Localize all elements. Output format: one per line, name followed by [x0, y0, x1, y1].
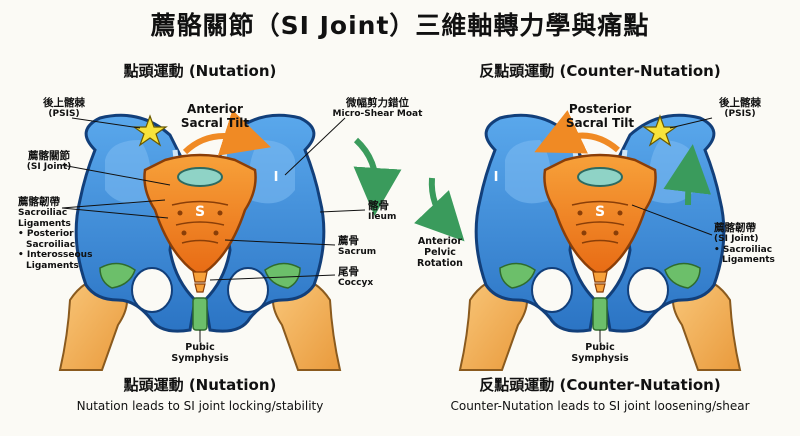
left-shear-label: 微幅剪力錯位 Micro-Shear Moat	[332, 97, 423, 119]
page-title: 薦骼關節（SI Joint）三維軸轉力學與痛點	[150, 11, 650, 40]
left-tilt-label: Anterior Sacral Tilt	[180, 102, 250, 130]
right-bottom-title: 反點頭運動 (Counter-Nutation)	[479, 376, 721, 394]
right-pelvic-rotation-label: Anterior Pelvic Rotation	[417, 236, 463, 269]
left-si-joint-label: 薦髂關節 (SI Joint)	[26, 150, 72, 172]
left-panel-heading: 點頭運動 (Nutation)	[123, 62, 277, 80]
right-sacrum	[543, 153, 657, 277]
right-bottom-subtitle: Counter-Nutation leads to SI joint loose…	[450, 399, 750, 413]
left-ilium-letter: I	[273, 170, 279, 185]
left-bottom-title: 點頭運動 (Nutation)	[123, 376, 277, 394]
left-psis-star-icon	[132, 114, 168, 147]
right-tilt-arrow-icon	[534, 110, 620, 154]
right-psis-label: 後上髂棘 (PSIS)	[719, 97, 761, 119]
left-pubic-symphysis	[192, 297, 208, 331]
left-bottom-subtitle: Nutation leads to SI joint locking/stabi…	[76, 399, 324, 413]
left-pelvis	[58, 109, 402, 371]
left-sacrum-letter: S	[194, 204, 206, 220]
right-ilium-letter: I	[493, 170, 499, 185]
right-panel-heading: 反點頭運動 (Counter-Nutation)	[479, 62, 721, 80]
left-tilt-arrow-icon	[182, 109, 271, 156]
left-ligament-label: 薦髂韌帶 Sacroiliac Ligaments • Posterior Sa…	[18, 196, 93, 271]
right-pubic-symphysis	[592, 297, 608, 331]
left-psis-label: 後上髂棘 (PSIS)	[43, 97, 85, 119]
right-pelvis	[414, 110, 742, 371]
left-coccyx-label: 尾骨 Coccyx	[338, 266, 374, 288]
left-shear-arrow-icon	[353, 137, 402, 216]
right-pubic-label: Pubic Symphysis	[571, 342, 629, 364]
right-rotation-arrow-icon	[414, 177, 465, 242]
right-sacrum-letter: S	[594, 204, 606, 220]
right-psis-star-icon	[642, 114, 678, 147]
left-ilium-label: 髂骨 Ileum	[368, 200, 397, 222]
right-tilt-label: Posterior Sacral Tilt	[565, 102, 635, 130]
left-pubic-label: Pubic Symphysis	[171, 342, 229, 364]
left-sacrum-label: 薦骨 Sacrum	[338, 235, 377, 257]
left-coccyx	[192, 271, 208, 293]
right-ligament-label: 薦髂韌帶 (SI Joint) • Sacroiliac Ligaments	[714, 222, 775, 265]
right-upward-arrow-icon	[663, 144, 712, 206]
left-sacrum	[143, 153, 257, 277]
